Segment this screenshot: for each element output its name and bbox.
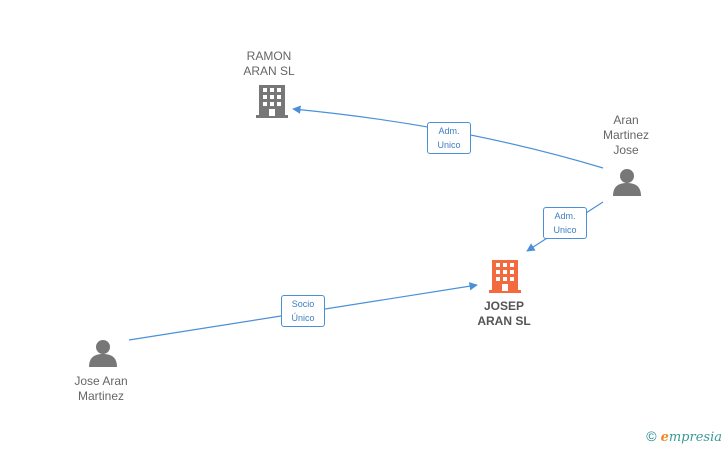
- edge-label-aran-to-ramon-line2: Unico: [437, 140, 461, 150]
- aran-martinez-person-icon[interactable]: [613, 169, 641, 196]
- empresia-watermark[interactable]: ©empresia: [646, 428, 722, 445]
- ramon-aran-label-line1: RAMON: [246, 49, 292, 63]
- jose-aran-label-line1: Jose Aran: [74, 374, 128, 388]
- jose-aran-label[interactable]: Jose Aran Martinez: [61, 374, 141, 404]
- edge-label-aran-to-ramon-line1: Adm.: [438, 126, 460, 136]
- edge-label-jose-to-josep[interactable]: Socio Único: [281, 295, 325, 327]
- jose-aran-person-icon[interactable]: [89, 340, 117, 367]
- copyright-icon: ©: [646, 428, 657, 444]
- edge-label-aran-to-josep-line1: Adm.: [554, 211, 576, 221]
- aran-martinez-label-line1: Aran: [613, 113, 639, 127]
- edge-label-aran-to-josep[interactable]: Adm. Unico: [543, 207, 587, 239]
- edge-label-aran-to-josep-line2: Unico: [553, 225, 577, 235]
- brand-name: mpresia: [668, 430, 722, 445]
- aran-martinez-label[interactable]: Aran Martinez Jose: [586, 113, 666, 158]
- josep-building-icon[interactable]: [489, 260, 521, 293]
- edge-label-aran-to-ramon[interactable]: Adm. Unico: [427, 122, 471, 154]
- josep-aran-label-line2: ARAN SL: [477, 314, 531, 328]
- ramon-building-icon[interactable]: [256, 85, 288, 118]
- edge-label-jose-to-josep-line2: Único: [291, 313, 315, 323]
- josep-aran-label[interactable]: JOSEP ARAN SL: [464, 299, 544, 329]
- ramon-aran-label[interactable]: RAMON ARAN SL: [229, 49, 309, 79]
- edge-label-jose-to-josep-line1: Socio: [291, 299, 315, 309]
- jose-aran-label-line2: Martinez: [77, 389, 124, 403]
- brand-initial: e: [660, 430, 669, 445]
- aran-martinez-label-line2: Martinez: [602, 128, 649, 142]
- ramon-aran-label-line2: ARAN SL: [243, 64, 295, 78]
- aran-martinez-label-line3: Jose: [613, 143, 639, 157]
- josep-aran-label-line1: JOSEP: [483, 299, 525, 313]
